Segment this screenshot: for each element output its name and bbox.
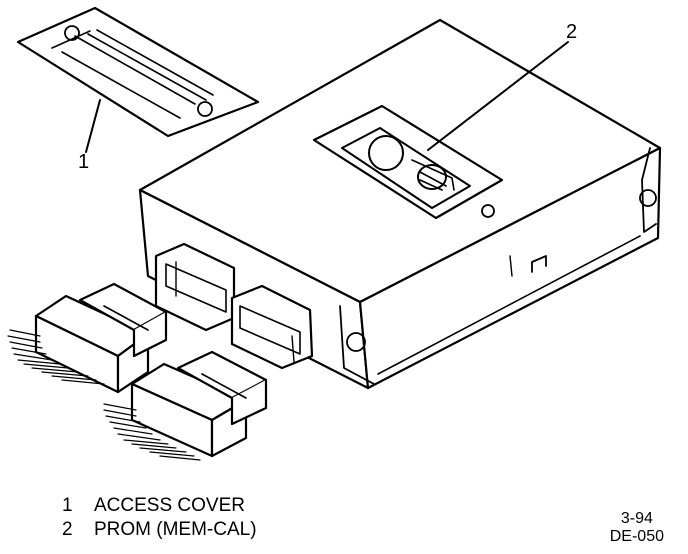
callout-number-1: 1: [78, 151, 90, 173]
access-cover: [16, 6, 260, 138]
figure-date: 3-94: [620, 510, 653, 527]
ecm-connector-sockets: [154, 242, 314, 370]
legend-item-number: 2: [62, 519, 73, 540]
legend: 1 ACCESS COVER 2 PROM (MEM-CAL): [62, 494, 257, 542]
figure-code: DE-050: [609, 528, 664, 545]
legend-item-number: 1: [62, 495, 73, 516]
ecm-housing: [138, 18, 662, 390]
callout-number-2: 2: [566, 21, 578, 43]
figure-stamp: 3-94 DE-050: [610, 510, 664, 546]
prom-window: [312, 104, 504, 220]
harness-connector-1: [7, 282, 168, 394]
legend-item: 1 ACCESS COVER: [62, 494, 257, 518]
harness-connector-2: [103, 350, 268, 461]
legend-item-label: ACCESS COVER: [94, 495, 245, 516]
legend-item: 2 PROM (MEM-CAL): [62, 518, 257, 542]
legend-item-label: PROM (MEM-CAL): [94, 519, 257, 540]
